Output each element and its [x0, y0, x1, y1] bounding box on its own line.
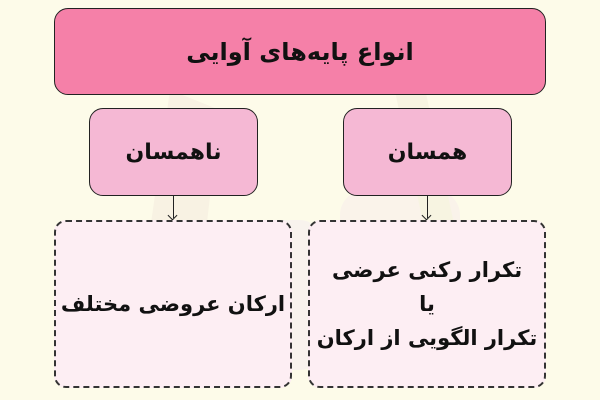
description-box-nahamsan: ارکان عروضی مختلف	[54, 220, 292, 388]
branch-box-hamsan: همسان	[343, 108, 512, 196]
title-box: انواع پایه‌های آوایی	[54, 8, 546, 95]
description-box-hamsan: تکرار رکنی عرضی یا تکرار الگویی از ارکان	[308, 220, 546, 388]
branch-label: همسان	[387, 139, 468, 165]
arrow-down-icon	[173, 196, 174, 218]
branch-label: ناهمسان	[125, 139, 222, 165]
description-line: یا	[419, 292, 435, 316]
description-line: تکرار رکنی عرضی	[331, 258, 523, 282]
title-text: انواع پایه‌های آوایی	[186, 37, 414, 66]
description-line: تکرار الگویی از ارکان	[316, 326, 538, 350]
branch-box-nahamsan: ناهمسان	[89, 108, 258, 196]
description-line: ارکان عروضی مختلف	[60, 292, 286, 316]
arrow-down-icon	[427, 196, 428, 218]
